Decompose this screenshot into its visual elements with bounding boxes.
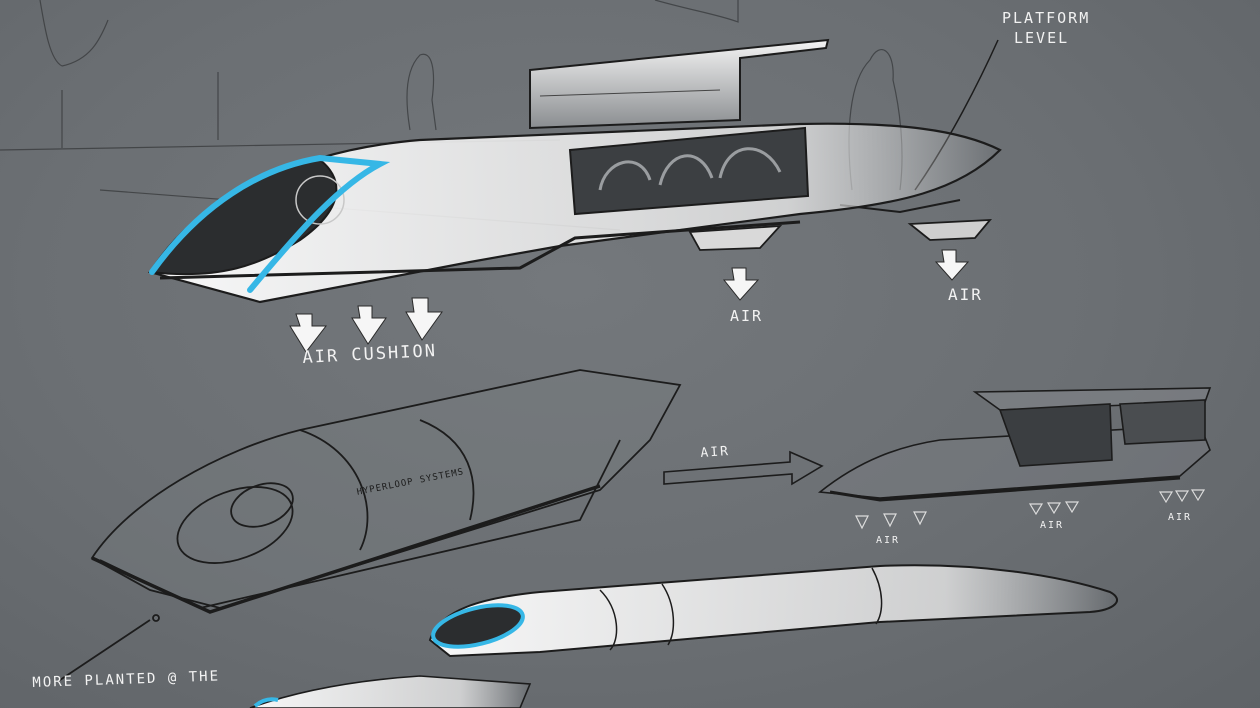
small-pod-right: [817, 387, 1212, 530]
air-flow-arrow: [663, 450, 824, 486]
air-arrow-label: AIR: [700, 443, 731, 461]
bottom-pod: [428, 564, 1118, 658]
air-label-small-3: AIR: [1168, 512, 1193, 523]
main-pod-blue-trim: [149, 154, 391, 293]
platform-level-label: PLATFORM LEVEL: [1002, 8, 1090, 48]
platform-level-line2: LEVEL: [1014, 29, 1070, 47]
air-label-small-1: AIR: [876, 535, 901, 546]
middle-pod-body: [90, 369, 682, 609]
bottom-pod-body: [428, 564, 1118, 658]
air-label-small-2: AIR: [1040, 520, 1065, 531]
air-arrows-main: [289, 249, 970, 353]
platform-level-line1: PLATFORM: [1002, 9, 1091, 27]
air-label-main-1: AIR: [730, 307, 764, 325]
main-pod-top: [148, 38, 1002, 304]
partial-pod-bottom: [249, 675, 532, 708]
main-pod-canopy: [529, 38, 830, 130]
middle-pod-sketch: [59, 369, 682, 681]
bottom-pod-intake: [431, 603, 525, 649]
small-pod-air-arrows: [855, 489, 1206, 530]
air-label-main-2: AIR: [948, 285, 983, 304]
